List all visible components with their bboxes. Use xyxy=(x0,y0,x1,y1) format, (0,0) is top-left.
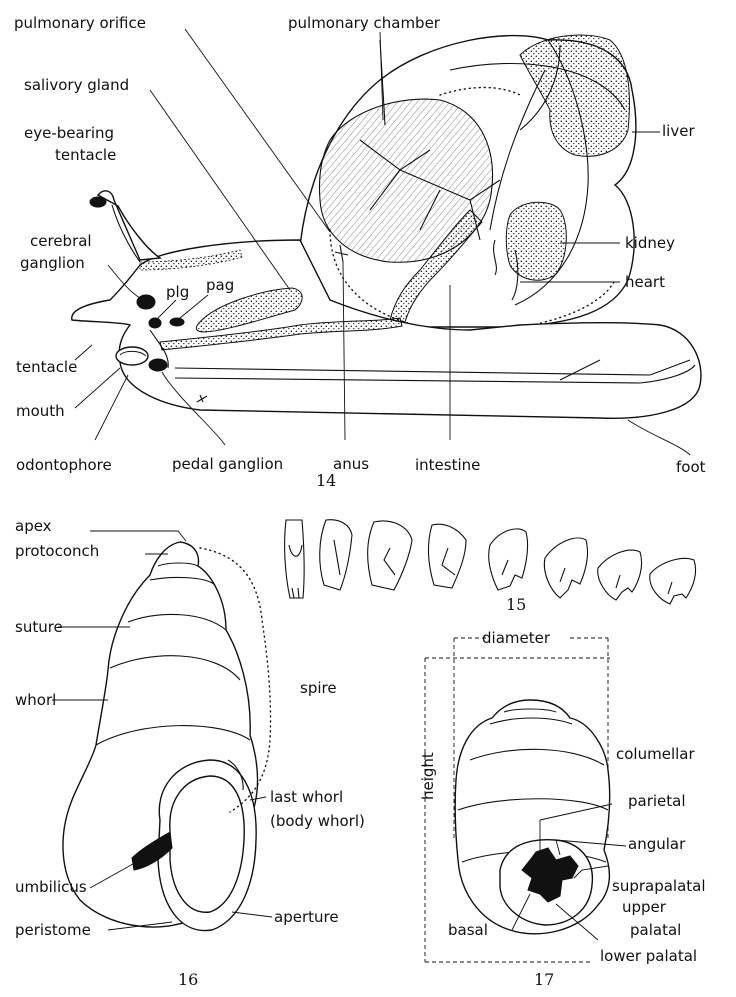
figure-14-snail-anatomy xyxy=(72,29,701,455)
label-diameter: diameter xyxy=(482,629,551,647)
label-protoconch: protoconch xyxy=(15,542,99,560)
radula-tooth-lateral xyxy=(428,524,466,588)
label-parietal: parietal xyxy=(628,792,686,810)
figure-number-14: 14 xyxy=(316,471,336,490)
cerebral-ganglion xyxy=(137,295,155,309)
figure-17-shell xyxy=(425,638,626,962)
radula-tooth-marginal xyxy=(489,529,528,590)
label-basal: basal xyxy=(448,921,488,939)
radula-tooth-marginal xyxy=(650,558,696,604)
label-angular: angular xyxy=(628,835,686,853)
pleural-ganglion xyxy=(149,318,161,328)
label-liver: liver xyxy=(662,122,695,140)
radula-tooth-central xyxy=(285,520,304,598)
label-whorl: whorl xyxy=(15,691,56,709)
pedal-ganglion xyxy=(149,359,167,371)
eye-spot xyxy=(90,197,106,207)
label-anus: anus xyxy=(333,455,369,473)
label-pulmonary-orifice: pulmonary orifice xyxy=(14,14,146,32)
label-lower-palatal: lower palatal xyxy=(600,947,697,965)
label-height: height xyxy=(419,752,437,800)
label-peristome: peristome xyxy=(15,921,91,939)
figure-number-16: 16 xyxy=(178,970,198,989)
label-mouth: mouth xyxy=(16,402,65,420)
label-body-whorl: (body whorl) xyxy=(270,812,365,830)
eye-bearing-tentacle xyxy=(98,191,160,260)
label-eye-bearing-tentacle: tentacle xyxy=(55,146,116,164)
radula-tooth-lateral xyxy=(368,521,412,590)
figure-15-radula-teeth xyxy=(285,520,696,604)
label-suture: suture xyxy=(15,618,63,636)
label-umbilicus: umbilicus xyxy=(15,878,87,896)
radula-tooth-marginal xyxy=(544,538,587,598)
figure-16-shell xyxy=(52,531,272,931)
label-upper: upper xyxy=(622,898,667,916)
label-heart: heart xyxy=(625,273,665,291)
label-pedal-ganglion: pedal ganglion xyxy=(172,455,283,473)
label-pag: pag xyxy=(206,276,234,294)
label-kidney: kidney xyxy=(625,234,675,252)
label-foot: foot xyxy=(676,458,706,476)
kidney xyxy=(506,202,566,280)
label-pulmonary-chamber: pulmonary chamber xyxy=(288,14,441,32)
odontophore xyxy=(116,347,148,365)
label-intestine: intestine xyxy=(415,456,480,474)
label-apex: apex xyxy=(15,517,52,535)
label-columellar: columellar xyxy=(616,745,695,763)
label-plg: plg xyxy=(166,283,189,301)
label-last-whorl: last whorl xyxy=(270,788,343,806)
label-suprapalatal: suprapalatal xyxy=(612,877,706,895)
label-spire: spire xyxy=(300,679,337,697)
label-salivary-gland: salivory gland xyxy=(24,76,129,94)
label-palatal: palatal xyxy=(630,921,681,939)
label-cerebral-ganglion: ganglion xyxy=(20,254,85,272)
figure-number-15: 15 xyxy=(506,595,526,614)
label-odontophore: odontophore xyxy=(16,456,112,474)
radula-tooth-marginal xyxy=(598,550,642,600)
label-tentacle: tentacle xyxy=(16,358,77,376)
parietal-abdominal-ganglion xyxy=(170,318,184,326)
label-cerebral: cerebral xyxy=(30,232,92,250)
radula-tooth-lateral xyxy=(320,520,352,590)
label-aperture: aperture xyxy=(274,908,339,926)
label-eye-bearing: eye-bearing xyxy=(24,124,114,142)
figure-number-17: 17 xyxy=(534,970,554,989)
